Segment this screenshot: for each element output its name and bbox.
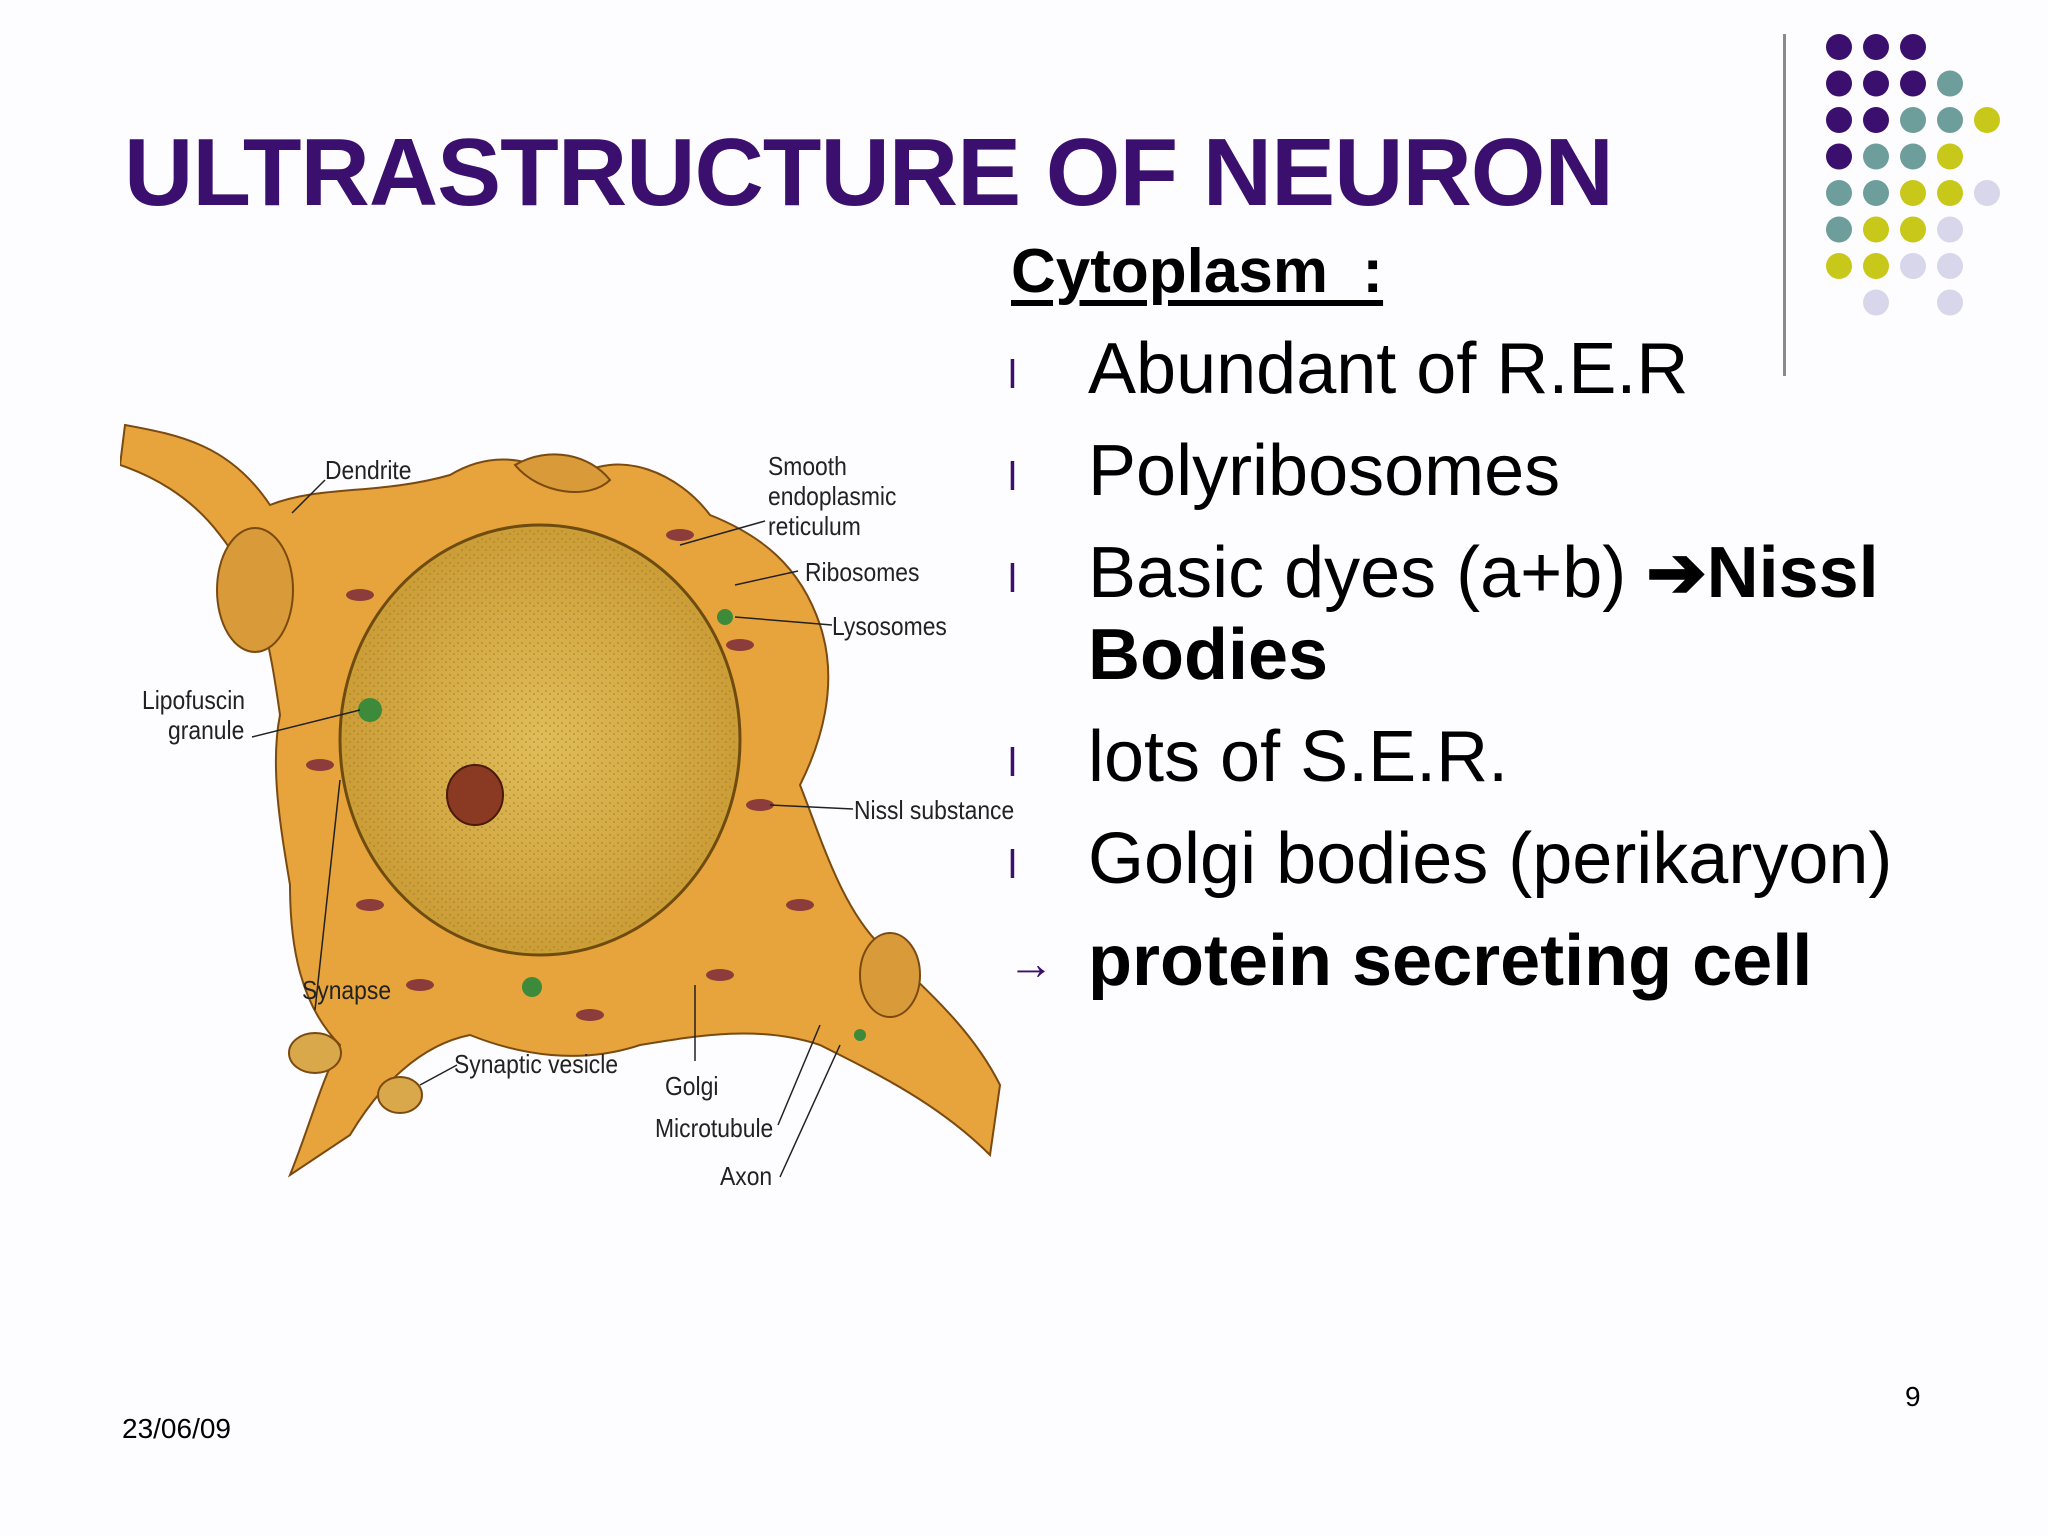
slide-date: 23/06/09: [122, 1413, 231, 1444]
decorative-dot: [1900, 143, 1926, 170]
decorative-dot: [1826, 143, 1852, 170]
bullet-marker: l: [1008, 353, 1017, 397]
decorative-dot: [1863, 70, 1889, 97]
decorative-dot: [1937, 216, 1963, 243]
bullet-item: l Abundant of R.E.R: [1008, 328, 2008, 410]
decorative-dot: [1863, 34, 1889, 60]
label-microtubule: Microtubule: [655, 1113, 774, 1143]
slide-title: ULTRASTRUCTURE OF NEURON: [124, 119, 1614, 226]
decorative-dot: [1900, 216, 1926, 243]
decorative-dot: [1863, 143, 1889, 170]
arrow-icon: ➔: [1646, 533, 1707, 613]
label-lysosomes: Lysosomes: [832, 611, 947, 641]
decorative-dot: [1826, 216, 1852, 243]
bullet-marker: l: [1008, 455, 1017, 499]
bullet-list: l Abundant of R.E.R l Polyribosomes l Ba…: [1008, 328, 2008, 1022]
decorative-dot: [1826, 70, 1852, 97]
decorative-dot: [1826, 180, 1852, 206]
bullet-item: l Polyribosomes: [1008, 430, 2008, 512]
neuron-illustration: [118, 423, 1002, 1178]
bullet-text: Abundant of R.E.R: [1088, 329, 1689, 409]
decorative-dot: [1974, 107, 2000, 133]
bullet-item: l Golgi bodies (perikaryon): [1008, 818, 2008, 900]
decorative-dot: [1937, 107, 1963, 133]
cytoplasm-subheading: Cytoplasm :: [1011, 237, 1384, 306]
decorative-dot: [1900, 253, 1926, 279]
label-smooth-er-3: reticulum: [768, 511, 861, 541]
decorative-dot: [1863, 180, 1889, 206]
decorative-dot: [1937, 143, 1963, 170]
decorative-dot: [1900, 107, 1926, 133]
decorative-dot: [1900, 70, 1926, 97]
decorative-dot: [1826, 34, 1852, 60]
decorative-dot: [1826, 253, 1852, 279]
bullet-text: lots of S.E.R.: [1088, 717, 1509, 797]
decorative-dot: [1937, 70, 1963, 97]
bullet-text: Basic dyes (a+b): [1088, 533, 1647, 613]
label-dendrite: Dendrite: [325, 455, 412, 485]
page-number: 9: [1905, 1381, 1921, 1412]
decorative-dot: [1900, 34, 1926, 60]
arrow-bullet-icon: →: [1008, 937, 1054, 989]
label-synapse: Synapse: [302, 975, 392, 1005]
decorative-dot: [1937, 180, 1963, 206]
decorative-dot: [1900, 180, 1926, 206]
bullet-text: Golgi bodies (perikaryon): [1088, 819, 1893, 899]
decorative-divider: [1783, 34, 1786, 376]
bullet-marker: l: [1008, 843, 1017, 887]
bullet-text-bold: Nissl Bodies: [1088, 533, 1879, 695]
label-ribosomes: Ribosomes: [805, 557, 920, 587]
label-axon: Axon: [720, 1161, 773, 1191]
decorative-dot: [1863, 216, 1889, 243]
bullet-marker: l: [1008, 741, 1017, 785]
bullet-item: → protein secreting cell: [1008, 920, 2008, 1002]
bullet-text: protein secreting cell: [1088, 921, 1813, 1001]
decorative-dot: [1863, 289, 1889, 316]
label-smooth-er-1: Smooth: [768, 451, 847, 481]
label-smooth-er-2: endoplasmic: [768, 481, 897, 511]
bullet-marker: l: [1008, 557, 1017, 601]
decorative-dot: [1937, 289, 1963, 316]
decorative-dot: [1863, 107, 1889, 133]
label-lipofuscin-2: granule: [168, 715, 245, 745]
bullet-item: l lots of S.E.R.: [1008, 716, 2008, 798]
decorative-dot: [1974, 180, 2000, 206]
label-golgi: Golgi: [665, 1071, 719, 1101]
label-lipofuscin-1: Lipofuscin: [142, 685, 246, 715]
label-synaptic-vesicle: Synaptic vesicle: [454, 1049, 619, 1079]
decorative-dot: [1863, 253, 1889, 279]
decorative-dot: [1937, 253, 1963, 279]
bullet-text: Polyribosomes: [1088, 431, 1561, 511]
bullet-item: l Basic dyes (a+b) ➔Nissl Bodies: [1008, 532, 2008, 696]
label-nissl-substance: Nissl substance: [854, 795, 1015, 825]
decorative-dot: [1826, 107, 1852, 133]
neuron-diagram: Dendrite Smooth endoplasmic reticulum Ri…: [118, 385, 1014, 1191]
